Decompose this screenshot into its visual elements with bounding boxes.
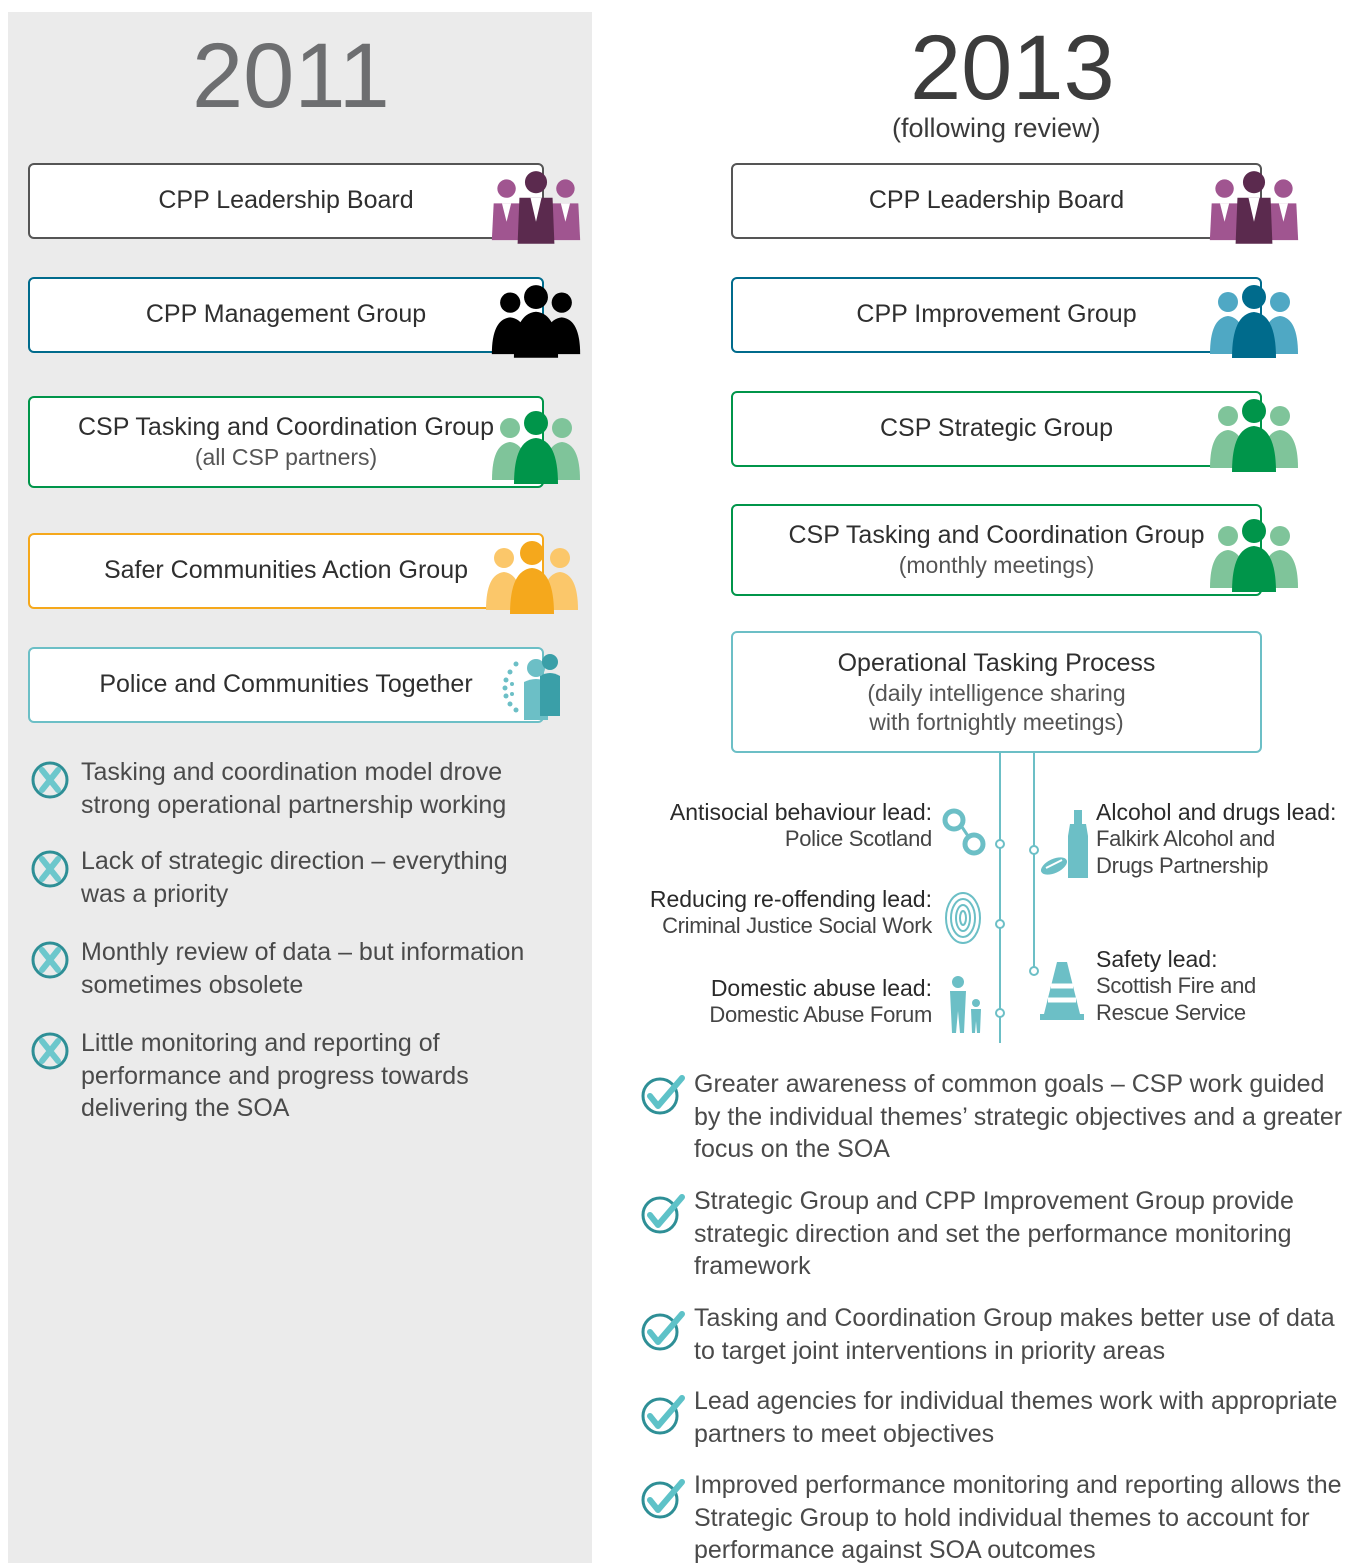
cross-mark-icon	[31, 850, 69, 888]
box-label: CPP Leadership Board	[868, 186, 1125, 215]
box-sublabel: (monthly meetings)	[898, 552, 1095, 579]
lead-title: Safety lead:	[1096, 946, 1218, 972]
box-police-communities-together: Police and Communities Together	[28, 647, 544, 723]
box-cpp-improvement-group: CPP Improvement Group	[731, 277, 1262, 353]
leadership-board-people-icon	[1208, 170, 1300, 244]
lead-reducing-reoffending: Reducing re-offending lead: Criminal Jus…	[600, 885, 932, 940]
issue-item: Lack of strategic direction – everything…	[81, 847, 508, 908]
lead-name-line1: Scottish Fire and	[1096, 973, 1256, 999]
lead-title: Antisocial behaviour lead:	[669, 799, 932, 825]
lead-title: Domestic abuse lead:	[710, 975, 932, 1001]
box-sublabel-line2: with fortnightly meetings)	[869, 708, 1124, 735]
lead-name-line1: Falkirk Alcohol and	[1096, 826, 1275, 852]
box-label: Safer Communities Action Group	[103, 556, 469, 585]
tasking-group-people-icon	[1210, 519, 1298, 592]
check-mark-icon	[641, 1479, 685, 1519]
left-panel-2011	[8, 12, 592, 1563]
fingerprint-icon	[945, 892, 981, 944]
management-group-people-icon: .mg .l{fill:#4fa8c4}.mg .d{fill:#006b8c}	[490, 284, 582, 358]
box-label: CSP Tasking and Coordination Group	[788, 521, 1205, 549]
lead-name: Criminal Justice Social Work	[662, 913, 932, 939]
box-label: CSP Tasking and Coordination Group	[77, 413, 494, 441]
lead-name: Domestic Abuse Forum	[709, 1002, 932, 1028]
benefit-item: Strategic Group and CPP Improvement Grou…	[694, 1187, 1294, 1280]
box-csp-tasking-coordination-2013: CSP Tasking and Coordination Group (mont…	[731, 504, 1262, 596]
lead-domestic-abuse: Domestic abuse lead: Domestic Abuse Foru…	[600, 974, 932, 1029]
benefit-item: Tasking and Coordination Group makes bet…	[694, 1304, 1335, 1365]
lead-connector-lines	[995, 753, 1039, 1043]
issue-item: Monthly review of data – but information…	[81, 938, 525, 999]
lead-name-line2: Drugs Partnership	[1096, 852, 1269, 878]
benefit-item: Greater awareness of common goals – CSP …	[694, 1070, 1343, 1163]
box-sublabel: (all CSP partners)	[194, 444, 378, 471]
cross-mark-icon	[31, 1032, 69, 1070]
box-label: CPP Improvement Group	[856, 300, 1137, 329]
box-cpp-management-group: CPP Management Group	[28, 277, 544, 353]
improvement-group-people-icon	[1210, 285, 1298, 358]
leadership-board-people-icon	[490, 170, 582, 244]
lead-antisocial-behaviour: Antisocial behaviour lead: Police Scotla…	[600, 798, 932, 853]
cross-mark-icon	[31, 761, 69, 799]
strategic-group-people-icon	[1210, 399, 1298, 472]
lead-name-line2: Rescue Service	[1096, 999, 1246, 1025]
action-group-people-icon	[486, 541, 578, 614]
box-label: CPP Management Group	[145, 300, 427, 329]
box-operational-tasking-process: Operational Tasking Process (daily intel…	[731, 631, 1262, 753]
lead-alcohol-drugs: Alcohol and drugs lead: Falkirk Alcohol …	[1096, 798, 1366, 880]
box-sublabel-line1: (daily intelligence sharing	[867, 679, 1126, 706]
traffic-cone-icon	[1040, 962, 1084, 1020]
lead-name: Police Scotland	[784, 826, 932, 852]
csp-group-people-icon	[492, 411, 580, 484]
cross-mark-icon	[31, 941, 69, 979]
parent-child-icon	[950, 976, 981, 1033]
pact-community-icon	[502, 654, 560, 720]
benefit-item: Improved performance monitoring and repo…	[694, 1471, 1342, 1564]
issue-item: Tasking and coordination model drove str…	[81, 758, 507, 819]
box-csp-strategic-group: CSP Strategic Group	[731, 391, 1262, 467]
year-2013: 2013	[910, 17, 1115, 119]
box-cpp-leadership-board-2013: CPP Leadership Board	[731, 163, 1262, 239]
box-label: CSP Strategic Group	[880, 414, 1113, 443]
box-label: Police and Communities Together	[99, 670, 473, 699]
box-safer-communities-action-group: Safer Communities Action Group	[28, 533, 544, 609]
box-csp-tasking-coordination-2011: CSP Tasking and Coordination Group (all …	[28, 396, 544, 488]
check-mark-icon	[641, 1395, 685, 1435]
check-mark-icon	[641, 1194, 685, 1234]
issue-item: Little monitoring and reporting of perfo…	[81, 1029, 469, 1122]
benefit-item: Lead agencies for individual themes work…	[694, 1387, 1338, 1448]
box-label: Operational Tasking Process	[837, 648, 1156, 677]
check-mark-icon	[641, 1075, 685, 1115]
check-mark-icon	[641, 1311, 685, 1351]
alcohol-drugs-icon	[1040, 810, 1088, 878]
lead-title: Reducing re-offending lead:	[649, 886, 932, 912]
box-label: CPP Leadership Board	[158, 186, 414, 215]
subtitle-following-review: (following review)	[892, 113, 1101, 143]
handcuffs-icon	[942, 808, 986, 856]
lead-safety: Safety lead: Scottish Fire and Rescue Se…	[1096, 945, 1366, 1027]
lead-title: Alcohol and drugs lead:	[1096, 799, 1337, 825]
box-cpp-leadership-board-2011: CPP Leadership Board	[28, 163, 544, 239]
year-2011: 2011	[192, 25, 390, 127]
